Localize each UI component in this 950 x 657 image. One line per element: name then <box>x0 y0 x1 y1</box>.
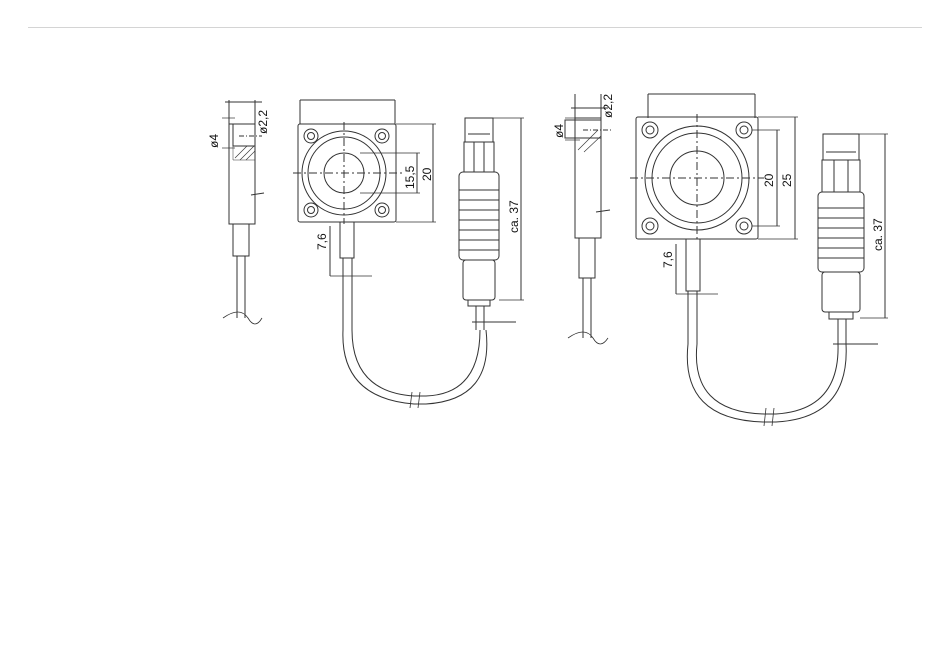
right-flange-height-label: 25 <box>780 173 794 187</box>
left-flange-height-label: 20 <box>420 167 434 181</box>
left-connector-length-label: ca. 37 <box>507 200 521 233</box>
right-inner-diameter-label: 20 <box>762 173 776 187</box>
left-front-view <box>293 100 487 408</box>
left-pin-diameter-label: ø4 <box>207 134 221 148</box>
right-cable-offset-label: 7,6 <box>661 251 675 268</box>
right-side-view <box>565 94 612 344</box>
right-connector-length-label: ca. 37 <box>871 218 885 251</box>
right-pin-diameter-label: ø4 <box>552 124 566 138</box>
left-hole-diameter-label: ø2,2 <box>256 110 270 134</box>
left-cable-offset-label: 7,6 <box>315 233 329 250</box>
left-inner-diameter-label: 15,5 <box>403 165 417 189</box>
right-hole-diameter-label: ø2,2 <box>601 94 615 118</box>
